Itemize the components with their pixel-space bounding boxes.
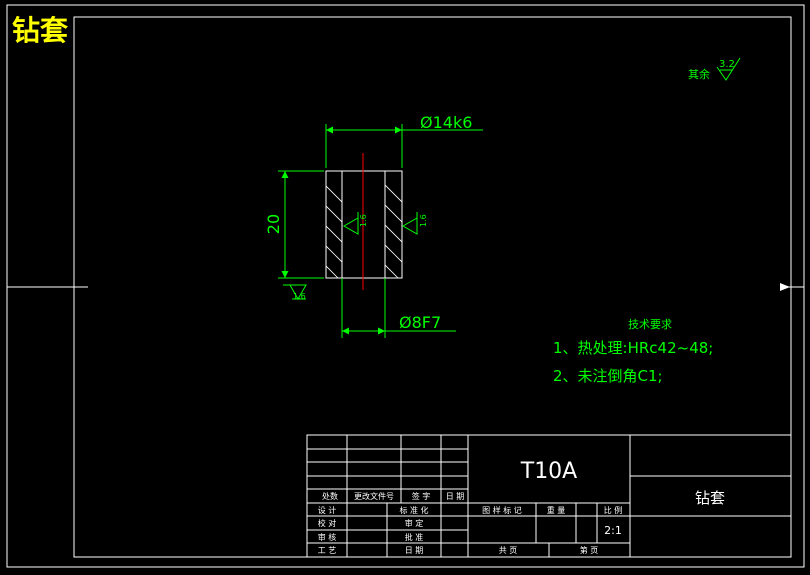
- roughness-bore-value: 1.6: [359, 214, 368, 227]
- rev-header-sign: 签 字: [412, 491, 431, 501]
- right-wall-hatch: [385, 184, 402, 278]
- tech-requirement-1: 1、热处理:HRc42~48;: [553, 339, 713, 357]
- review-label: 审 定: [405, 518, 424, 528]
- roughness-other-icon: [716, 57, 741, 81]
- roughness-other-label: 其余: [688, 67, 710, 81]
- sheet-current: 第 页: [580, 545, 599, 555]
- inner-diameter-label: Ø8F7: [399, 313, 441, 332]
- material-label: T10A: [520, 459, 577, 484]
- rev-header-date: 日 期: [446, 492, 465, 501]
- marks-header-weight: 重 量: [547, 505, 566, 515]
- roughness-other-value: 3.2: [719, 59, 735, 70]
- drawing-title: 钻套: [12, 14, 69, 47]
- outer-diameter-label: Ø14k6: [420, 113, 472, 132]
- part-view: [325, 153, 403, 290]
- height-label: 20: [264, 214, 283, 234]
- part-outline: [325, 170, 403, 279]
- roughness-outer-value: 1.6: [419, 214, 428, 227]
- roughness-end-icon: [283, 284, 307, 301]
- part-name-label: 钻套: [695, 489, 725, 507]
- sign-row-design: 设 计: [318, 505, 337, 515]
- dim-height: [278, 170, 324, 279]
- sign-row-process: 工 艺: [318, 546, 337, 555]
- date-label: 日 期: [405, 546, 424, 555]
- right-center-arrow: [780, 283, 790, 291]
- scale-value: 2:1: [604, 524, 622, 537]
- sheet-total: 共 页: [499, 546, 518, 555]
- sign-row-review: 审 核: [318, 532, 337, 542]
- left-wall-hatch: [326, 185, 342, 278]
- dim-outer-diameter: [325, 124, 483, 168]
- sheet-outer-border: [6, 4, 805, 568]
- roughness-end-value: 1.6: [293, 292, 306, 301]
- rev-header-docno: 更改文件号: [354, 491, 394, 501]
- dim-inner-diameter: [341, 278, 456, 338]
- standardize-label: 标 准 化: [399, 505, 428, 515]
- title-block: [306, 434, 792, 558]
- approve-label: 批 准: [405, 532, 424, 542]
- roughness-outer-icon: [401, 212, 418, 235]
- tech-requirements-heading: 技术要求: [628, 318, 672, 331]
- roughness-bore-icon: [342, 212, 359, 235]
- marks-header-drawing: 图 样 标 记: [482, 505, 522, 515]
- marks-header-scale: 比 例: [604, 505, 623, 515]
- rev-header-count: 处数: [322, 491, 338, 501]
- tech-requirement-2: 2、未注倒角C1;: [553, 367, 663, 385]
- sign-row-check: 校 对: [318, 518, 337, 528]
